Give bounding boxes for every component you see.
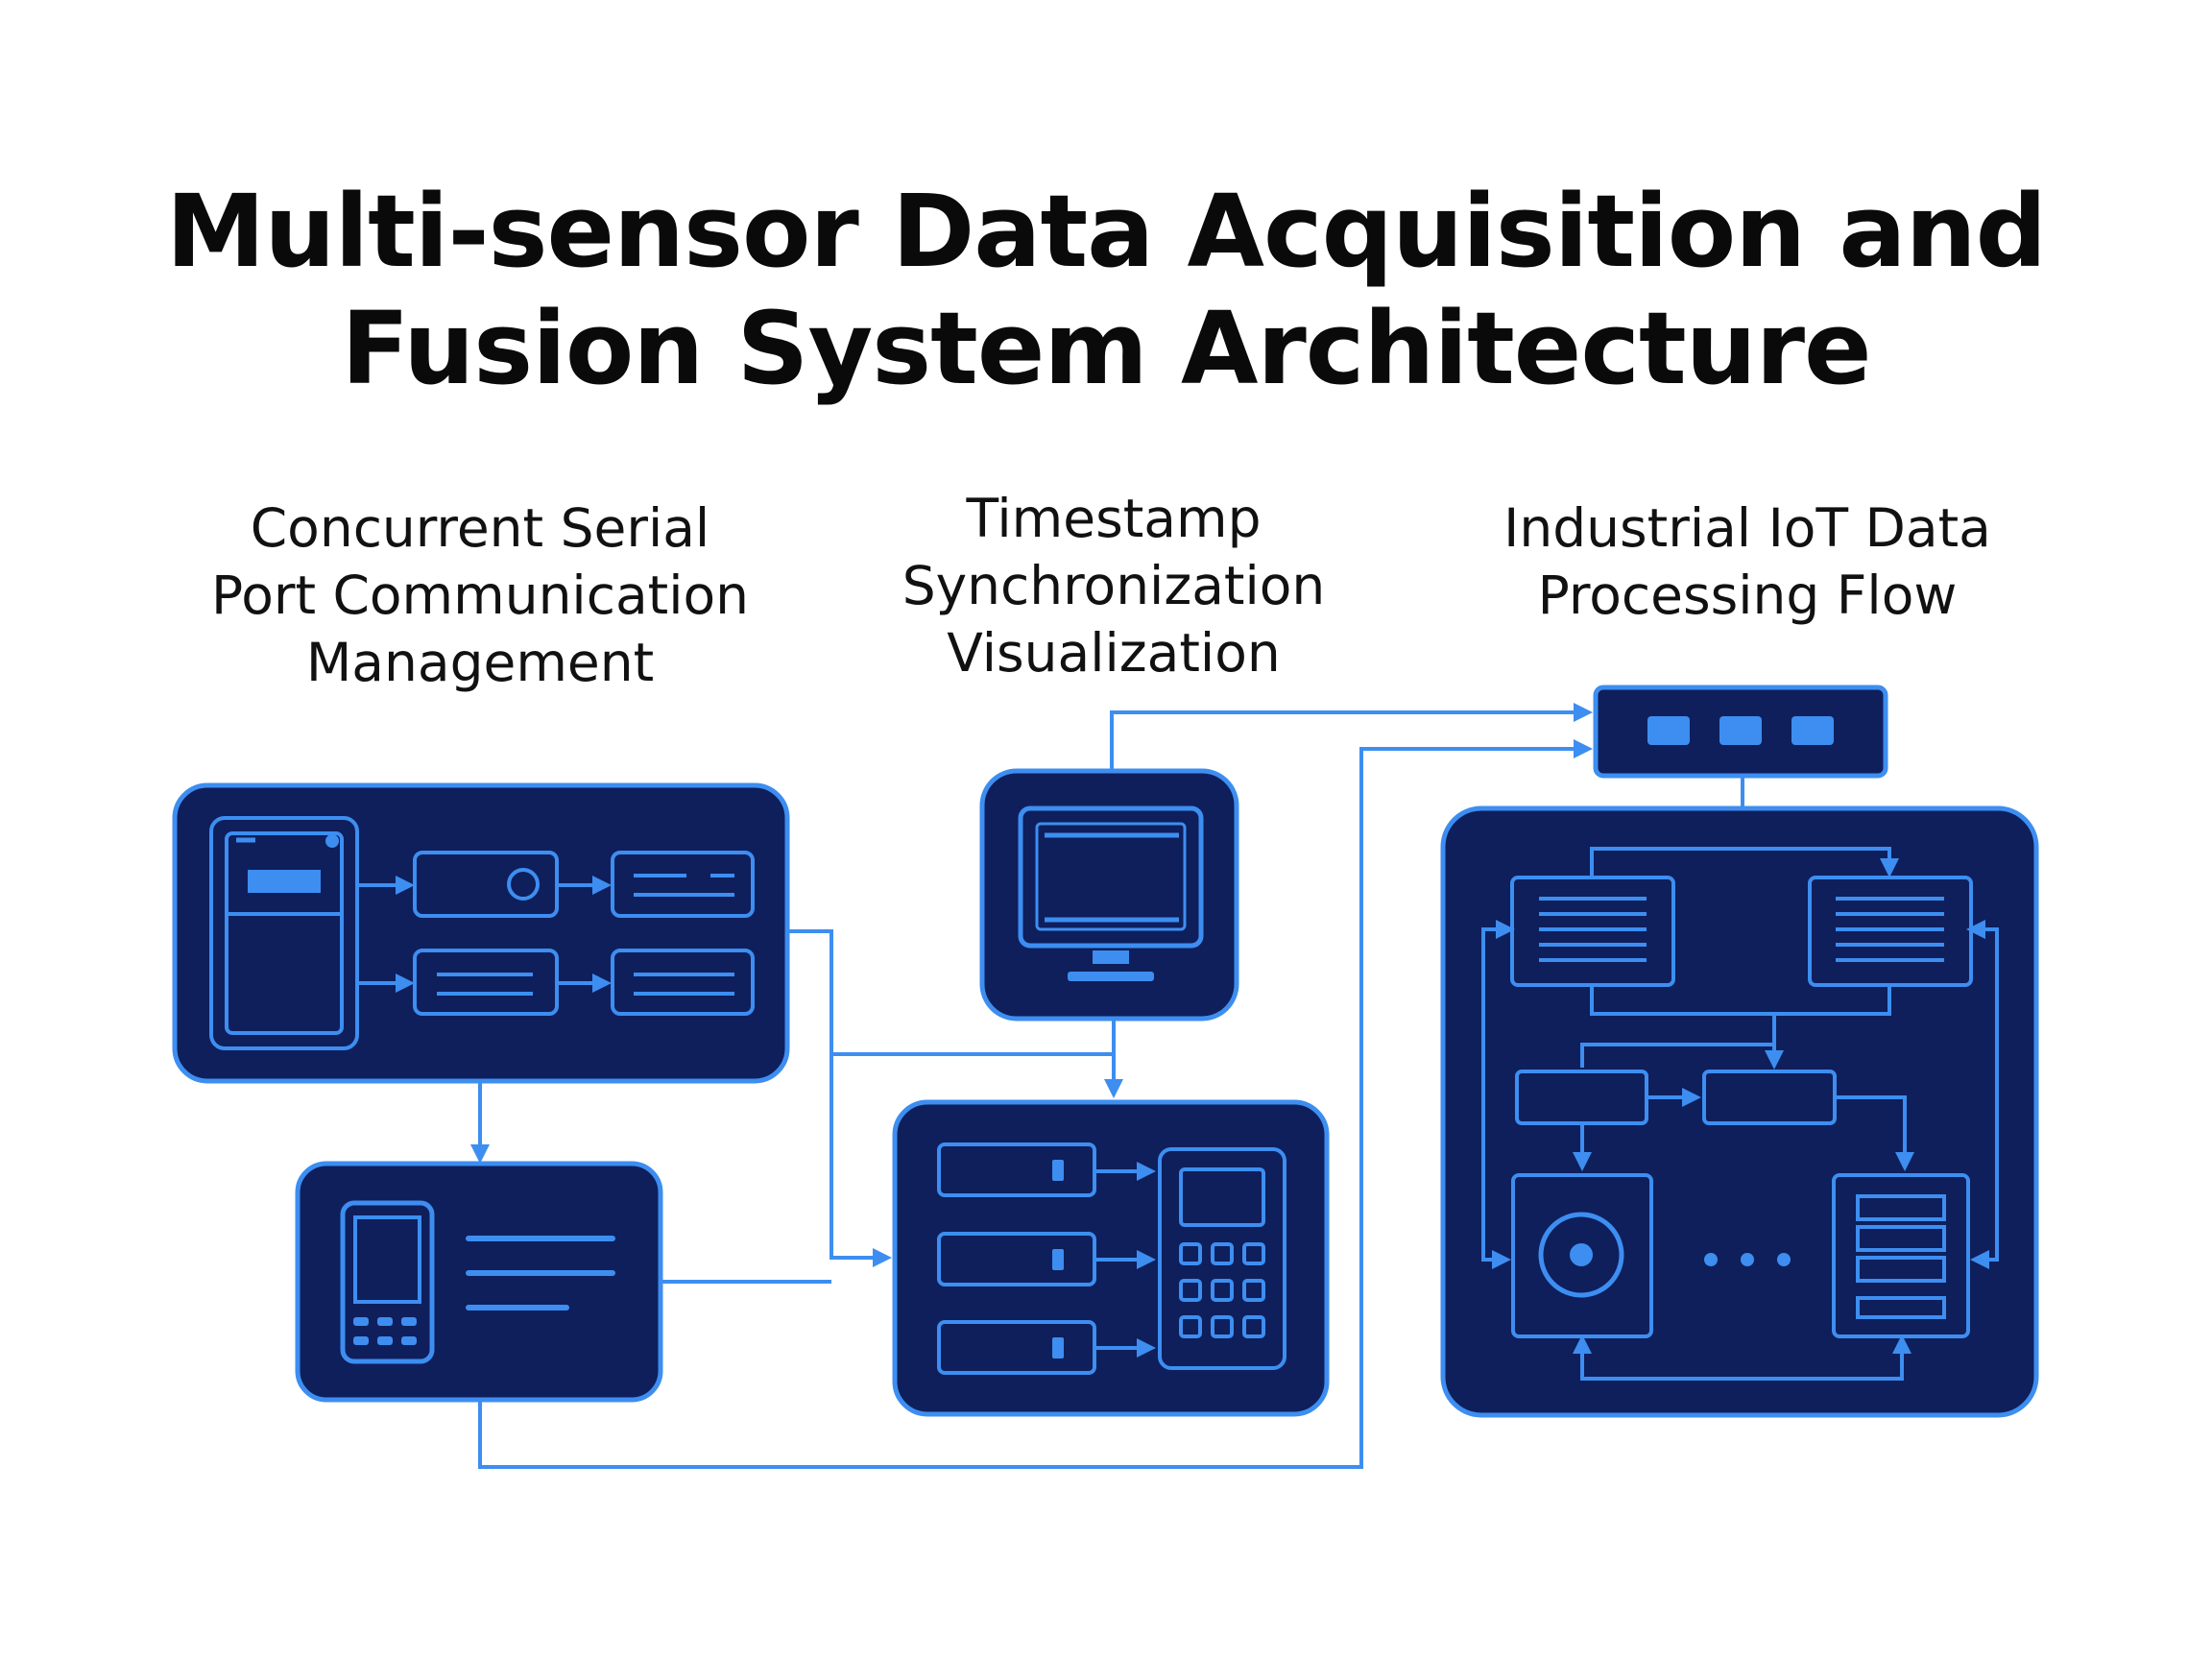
diagram-title: Multi-sensor Data Acquisition and Fusion… xyxy=(0,173,2212,407)
mobile-panel xyxy=(295,1161,663,1403)
data-packet-icon xyxy=(611,851,755,918)
iot-branch-left xyxy=(1580,1043,1774,1068)
title-line-1: Multi-sensor Data Acquisition and xyxy=(165,173,2047,290)
data-packet-icon xyxy=(611,949,755,1016)
section-label-line: Timestamp xyxy=(966,488,1262,549)
title-line-2: Fusion System Architecture xyxy=(341,290,1871,407)
sync-panel xyxy=(892,1099,1330,1417)
connector-branch-to-sync xyxy=(831,1052,1123,1098)
connector-lines xyxy=(470,703,1744,1469)
document-icon xyxy=(1832,1173,1970,1338)
connector-mobile-to-gateway xyxy=(478,739,1593,1469)
section-label-line: Processing Flow xyxy=(1537,565,1958,626)
document-icon xyxy=(1510,876,1675,987)
iot-processing-panel xyxy=(1440,805,2039,1418)
ellipsis-icon xyxy=(1704,1253,1791,1266)
data-packet-icon xyxy=(413,949,559,1016)
section-label-timestamp: Timestamp Synchronization Visualization xyxy=(826,485,1402,686)
connector-serial-to-sync xyxy=(787,929,892,1267)
serial-port-panel xyxy=(172,782,790,1084)
iot-loop-right xyxy=(1966,920,1999,1269)
section-label-line: Port Communication xyxy=(210,565,750,626)
process-node xyxy=(1515,1070,1648,1125)
connector-monitor-to-gateway xyxy=(1110,703,1593,770)
section-label-line: Industrial IoT Data xyxy=(1503,497,1991,559)
process-node xyxy=(1702,1070,1837,1125)
section-label-line: Management xyxy=(305,632,655,693)
section-label-line: Visualization xyxy=(947,622,1281,684)
text-lines-icon xyxy=(466,1236,615,1310)
section-label-line: Concurrent Serial xyxy=(250,497,710,559)
section-label-iot: Industrial IoT Data Processing Flow xyxy=(1440,494,2055,629)
iot-split-top xyxy=(1590,847,1899,878)
section-label-line: Synchronization xyxy=(902,555,1326,616)
monitor-icon xyxy=(1018,805,1204,981)
iot-loop-bottom xyxy=(1573,1334,1911,1381)
document-icon xyxy=(1808,876,1973,987)
disc-icon xyxy=(1511,1173,1653,1338)
iot-merge-left xyxy=(1590,985,1891,1016)
keypad-icon xyxy=(1158,1147,1286,1370)
port-icon xyxy=(413,851,559,918)
mobile-phone-icon xyxy=(340,1200,435,1364)
monitor-panel xyxy=(979,768,1239,1022)
iot-loop-left xyxy=(1481,920,1515,1269)
section-label-serial: Concurrent Serial Port Communication Man… xyxy=(163,494,797,696)
gateway-icon xyxy=(1593,685,1888,779)
iot-to-doc xyxy=(1835,1095,1914,1171)
serial-device-icon xyxy=(209,816,359,1050)
